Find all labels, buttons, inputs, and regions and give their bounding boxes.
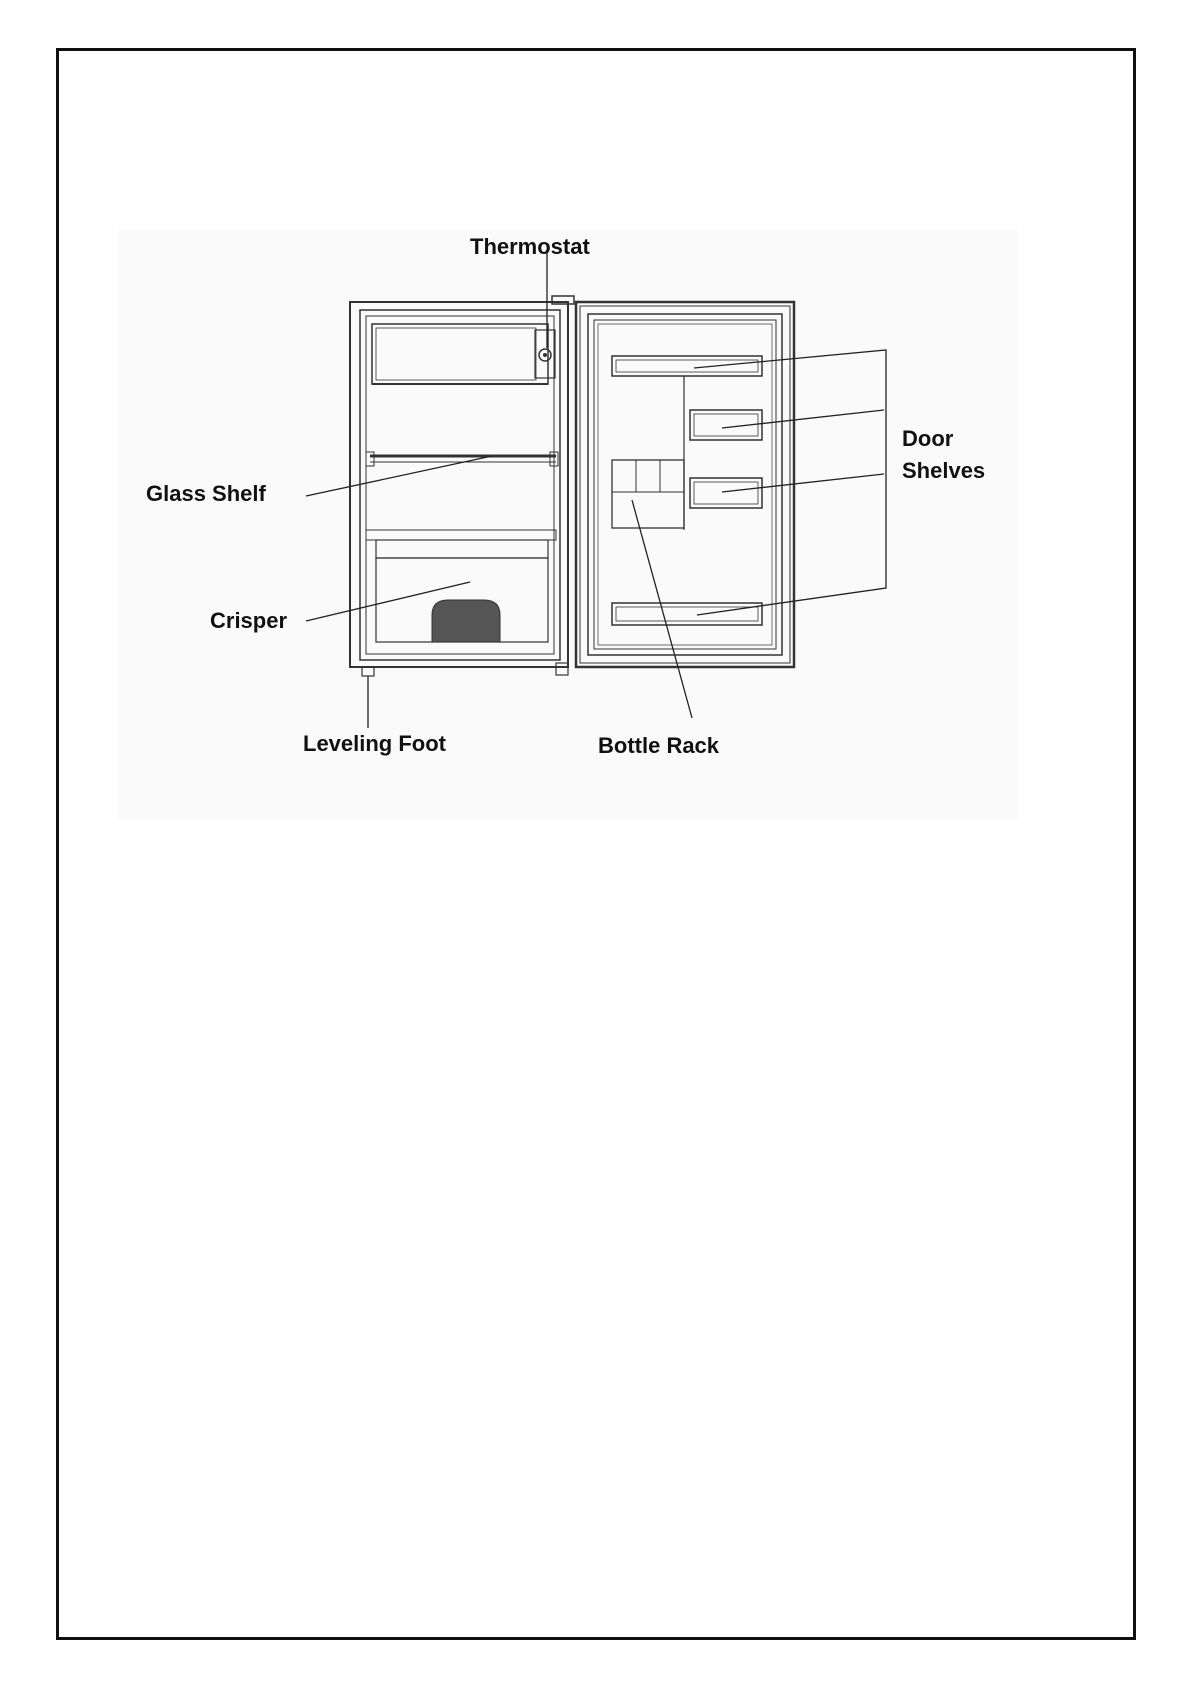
door-shelves-label-line1: Door xyxy=(902,426,954,451)
crisper-label: Crisper xyxy=(210,608,287,633)
bottle-rack-label: Bottle Rack xyxy=(598,733,720,758)
glass-shelf-label: Glass Shelf xyxy=(146,481,267,506)
thermostat-label: Thermostat xyxy=(470,234,590,259)
door-shelves-label-line2: Shelves xyxy=(902,458,985,483)
leveling-foot-label: Leveling Foot xyxy=(303,731,447,756)
